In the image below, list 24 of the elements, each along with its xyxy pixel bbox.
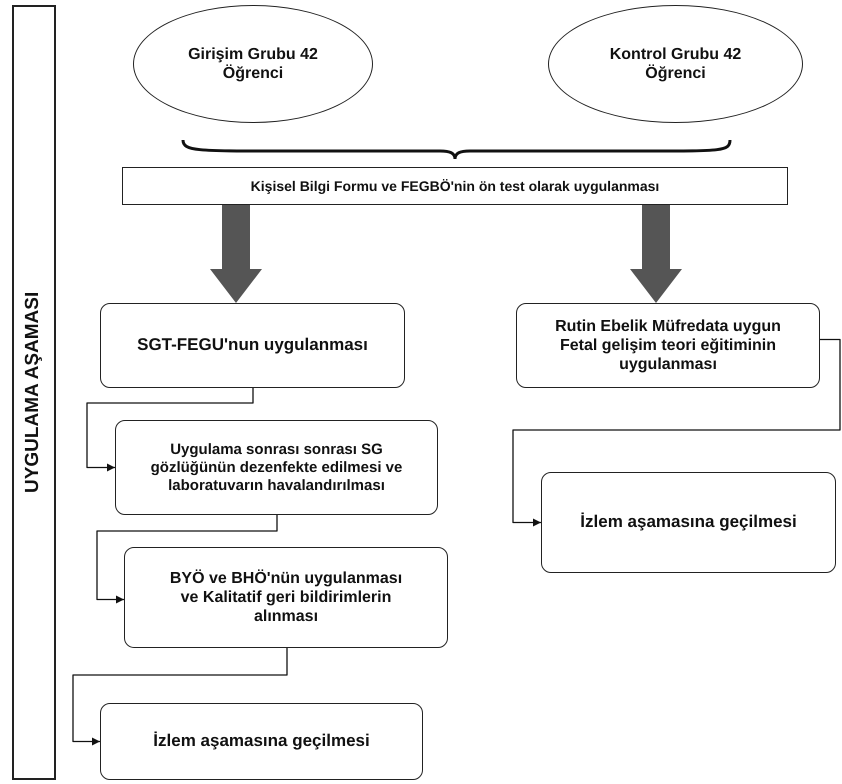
connector-arrow <box>512 338 841 526</box>
node-label: Rutin Ebelik Müfredata uygun Fetal gelişim teori eğitiminin uygulanması <box>554 316 782 374</box>
block-arrow <box>210 205 262 303</box>
process-box <box>115 420 438 515</box>
phase-band <box>12 5 56 780</box>
process-box <box>100 303 405 388</box>
process-box <box>100 703 423 780</box>
block-arrow <box>630 205 682 303</box>
node-label: İzlem aşamasına geçilmesi <box>579 512 798 533</box>
process-box <box>541 472 836 573</box>
process-box <box>516 303 820 388</box>
connector-arrow <box>72 648 288 746</box>
node-label: Kontrol Grubu 42 Öğrenci <box>608 44 742 84</box>
node-label: SGT-FEGU'nun uygulanması <box>136 335 369 356</box>
connector-arrow <box>86 388 254 472</box>
node-label: İzlem aşamasına geçilmesi <box>152 731 371 752</box>
node-label: Kişisel Bilgi Formu ve FEGBÖ'nin ön test olarak uygulanması <box>250 178 660 194</box>
connector-arrow <box>96 515 278 604</box>
node-label: Uygulama sonrası sonrası SG gözlüğünün dezenfekte edilmesi ve laboratuvarın havalandırılması <box>150 440 404 494</box>
node-label: Girişim Grubu 42 Öğrenci <box>187 44 319 84</box>
phase-label: UYGULAMA AŞAMASI <box>22 292 45 494</box>
process-box <box>122 167 788 205</box>
node-label: BYÖ ve BHÖ'nün uygulanması ve Kalitatif geri bildirimlerin alınması <box>168 568 404 626</box>
process-box <box>124 547 448 648</box>
